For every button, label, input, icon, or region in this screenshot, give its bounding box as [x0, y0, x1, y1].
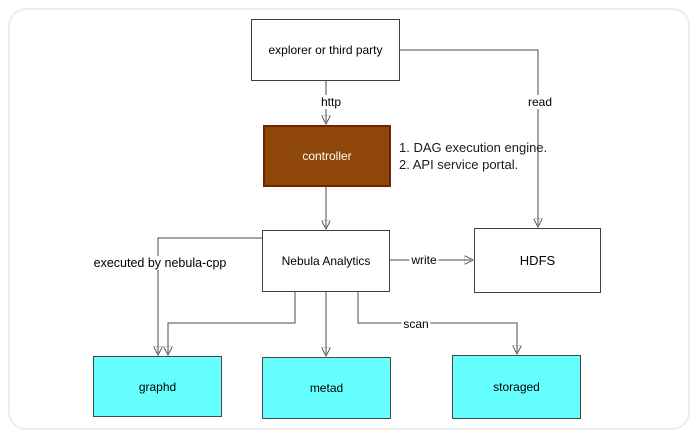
edge-label-scan: scan [401, 317, 431, 331]
node-storaged-label: storaged [493, 380, 540, 394]
diagram-frame-border [8, 8, 690, 430]
node-metad: metad [262, 357, 391, 419]
edge-label-write: write [409, 253, 439, 267]
node-graphd-label: graphd [138, 379, 177, 394]
edge-label-read: read [525, 95, 555, 109]
node-metad-label: metad [309, 381, 344, 395]
node-explorer-label: explorer or third party [268, 43, 383, 57]
edge-label-executed-by-nebula-cpp: executed by nebula-cpp [91, 256, 229, 270]
node-hdfs: HDFS [474, 228, 601, 293]
node-nebula-label: Nebula Analytics [281, 254, 371, 268]
edge-nebula-to-graphd [168, 292, 296, 353]
node-hdfs-label: HDFS [519, 253, 556, 268]
node-controller-label: controller [302, 149, 352, 163]
edge-explorer-to-hdfs-read [400, 49, 538, 225]
node-storaged: storaged [452, 355, 581, 419]
edge-nebula-to-graphd-executed [158, 237, 262, 353]
node-nebula-analytics: Nebula Analytics [262, 230, 390, 292]
annotation-line-1: 1. DAG execution engine. [399, 140, 548, 155]
edge-label-http: http [318, 95, 344, 109]
node-explorer-or-third-party: explorer or third party [251, 19, 400, 81]
controller-annotation: 1. DAG execution engine. 2. API service … [399, 139, 547, 173]
edge-nebula-to-storaged-scan [357, 292, 517, 352]
annotation-line-2: 2. API service portal. [399, 157, 519, 172]
node-graphd: graphd [93, 356, 222, 417]
node-controller: controller [263, 125, 391, 187]
